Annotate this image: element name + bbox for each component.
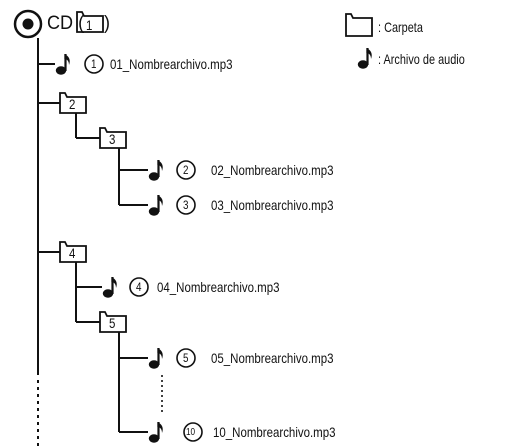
legend-folder-label: : Carpeta xyxy=(378,19,423,35)
root-label-close: ) xyxy=(104,13,111,34)
file-name-2: 02_Nombrearchivo.mp3 xyxy=(211,162,334,178)
file-name-4: 04_Nombrearchivo.mp3 xyxy=(157,279,280,295)
folder-icon-2 xyxy=(59,92,87,114)
music-note-icon-10 xyxy=(148,422,163,443)
file-name-3: 03_Nombrearchivo.mp3 xyxy=(211,197,334,213)
index-circle-5 xyxy=(176,348,196,368)
file-index-2: 2 xyxy=(183,163,189,177)
folder-number-4: 4 xyxy=(69,245,76,261)
folder-icon-5 xyxy=(99,311,127,333)
file-index-1: 1 xyxy=(91,57,97,71)
music-note-icon-5 xyxy=(148,348,163,369)
folder-icon-4 xyxy=(59,241,87,263)
legend-audio-label: : Archivo de audio xyxy=(378,51,465,67)
root-label: CD ( xyxy=(47,13,85,34)
music-note-icon-3 xyxy=(148,195,163,216)
file-index-3: 3 xyxy=(183,198,189,212)
folder-number-5: 5 xyxy=(109,315,116,331)
file-index-10: 10 xyxy=(186,427,196,438)
file-index-4: 4 xyxy=(136,280,142,294)
file-index-5: 5 xyxy=(183,351,189,365)
tree-connectors xyxy=(37,38,163,447)
file-name-1: 01_Nombrearchivo.mp3 xyxy=(110,56,233,72)
file-name-5: 05_Nombrearchivo.mp3 xyxy=(211,350,334,366)
index-circle-4 xyxy=(129,277,149,297)
index-circle-2 xyxy=(176,160,196,180)
folder-number-2: 2 xyxy=(69,96,76,112)
folder-number-3: 3 xyxy=(109,131,116,147)
root-disc-icon xyxy=(13,9,43,39)
music-note-icon-1 xyxy=(55,54,70,75)
index-circle-1 xyxy=(84,54,104,74)
legend-folder-icon xyxy=(345,13,373,37)
folder-icon-3 xyxy=(99,127,127,149)
music-note-icon-2 xyxy=(148,160,163,181)
file-name-10: 10_Nombrearchivo.mp3 xyxy=(213,424,336,440)
index-circle-10 xyxy=(183,422,203,442)
root-folder-number: 1 xyxy=(86,17,93,33)
folder-icon-1 xyxy=(76,11,104,33)
music-note-icon-4 xyxy=(102,277,117,298)
index-circle-3 xyxy=(176,195,196,215)
legend-music-note-icon xyxy=(357,48,372,69)
